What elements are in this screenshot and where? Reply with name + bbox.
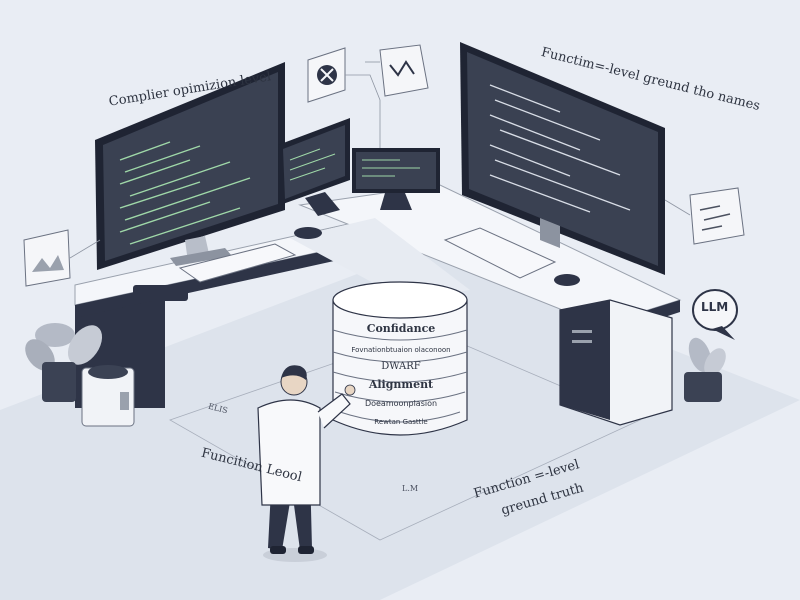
binary-code-icon xyxy=(379,44,429,97)
monitor-left-large xyxy=(95,62,285,270)
code-lines-left xyxy=(119,141,251,245)
llm-speech-bubble-icon xyxy=(692,289,738,340)
layered-cylinder xyxy=(332,281,468,436)
cylinder-layer-5: Doeamoonplasion xyxy=(364,399,438,408)
mouse-left xyxy=(294,227,322,239)
cylinder-layer-3: DWARF xyxy=(381,361,421,372)
server-box xyxy=(81,365,135,427)
keyboard-left xyxy=(178,243,297,283)
image-icon xyxy=(23,229,71,287)
plant-right xyxy=(684,337,726,402)
cylinder-layer-2: Fovnationbtuaion olaconoon xyxy=(351,346,451,354)
connector-lines xyxy=(69,61,691,259)
cylinder-layer-4: Alignment xyxy=(368,378,434,391)
phone-device xyxy=(133,285,188,301)
llm-badge-text: LLM xyxy=(701,300,729,314)
cylinder-layer-6: Rewtan Gasttle xyxy=(374,418,428,426)
monitor-right-large xyxy=(460,42,665,275)
keyboard-right xyxy=(443,227,557,279)
pc-tower xyxy=(559,299,673,426)
code-lines-right xyxy=(489,84,631,213)
monitor-middle xyxy=(278,118,350,216)
circuit-icon xyxy=(689,187,745,245)
monitor-center xyxy=(352,148,440,210)
plant-left xyxy=(25,323,103,402)
scientist-figure xyxy=(257,365,356,562)
desk-corner xyxy=(290,218,470,300)
cylinder-layer-1: Confidance xyxy=(366,322,436,335)
mouse-right xyxy=(554,274,580,286)
label-small-mid: L.M xyxy=(402,484,419,493)
x-mark-icon xyxy=(307,47,346,103)
